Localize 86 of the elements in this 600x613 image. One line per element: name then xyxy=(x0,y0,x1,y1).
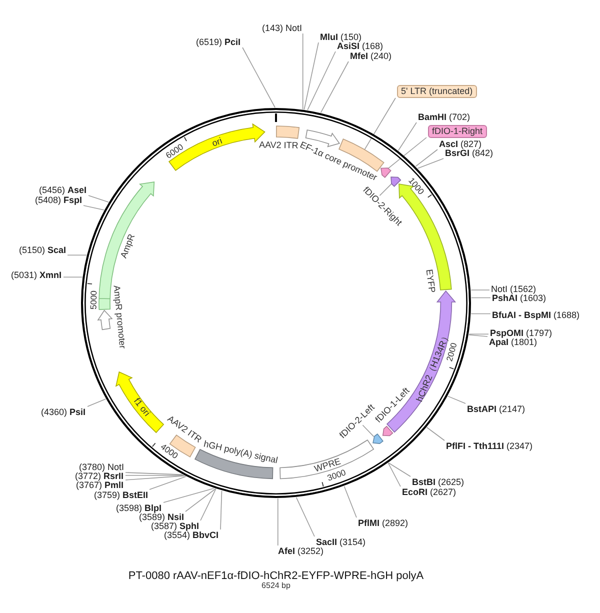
restriction-site-label: BamHI (702) xyxy=(418,112,470,122)
leader-line xyxy=(307,51,336,110)
leader-line xyxy=(470,313,491,314)
tick-label: 6000 xyxy=(164,142,186,161)
leader-line xyxy=(398,122,417,151)
feature-label: hGH poly(A) signal xyxy=(203,438,280,465)
restriction-site-label: BstBI (2625) xyxy=(412,476,464,488)
restriction-site-label: (3587) SphI xyxy=(151,520,200,532)
restriction-site-label: (5150) ScaI xyxy=(19,244,66,256)
leader-line xyxy=(242,47,276,108)
feature-label: f1 ori xyxy=(131,396,152,418)
restriction-site-label: BstAPI (2147) xyxy=(467,404,526,414)
restriction-site-label: PflMI (2892) xyxy=(358,518,408,528)
leader-line xyxy=(296,497,315,537)
restriction-site-label: (3772) RsrII xyxy=(75,470,124,482)
leader-line xyxy=(302,33,304,110)
leader-line xyxy=(185,488,216,512)
leader-line xyxy=(344,486,357,518)
feature-label: AmpR promoter xyxy=(111,285,128,350)
leader-line xyxy=(320,61,349,114)
directional-feature xyxy=(381,168,392,178)
leader-line xyxy=(388,137,427,169)
leader-line xyxy=(468,334,488,337)
feature-tag: 5' LTR (truncated) xyxy=(397,85,477,98)
leader-line xyxy=(388,462,411,477)
sequence-length-label: 6524 bp xyxy=(262,581,290,591)
restriction-site-label: SacII (3154) xyxy=(316,536,366,548)
leader-line xyxy=(447,396,466,404)
leader-line xyxy=(364,98,396,151)
leader-line xyxy=(417,158,444,169)
tick-label: 4000 xyxy=(158,441,180,460)
leader-line xyxy=(200,488,216,521)
leader-line xyxy=(277,498,278,546)
leader-line xyxy=(415,149,438,167)
leader-line xyxy=(125,475,184,476)
feature-label: AmpR xyxy=(118,232,137,260)
restriction-site-label: (5408) FspI xyxy=(35,194,82,206)
leader-line xyxy=(125,472,183,476)
restriction-site-label: (4360) PsiI xyxy=(41,406,86,418)
restriction-site-label: (3598) BlpI xyxy=(116,502,162,514)
leader-line xyxy=(83,205,104,210)
leader-line xyxy=(304,42,319,110)
restriction-site-label: BsrGI (842) xyxy=(445,148,494,158)
restriction-site-label: (5031) XmnI xyxy=(11,270,62,280)
restriction-site-label: NotI (1562) xyxy=(491,284,536,294)
restriction-site-label: ApaI (1801) xyxy=(489,336,538,348)
tick-label: 3000 xyxy=(326,467,347,484)
restriction-site-label: AscI (827) xyxy=(439,138,482,150)
restriction-site-label: (3554) BbvCI xyxy=(164,530,219,540)
restriction-site-label: BfuAI - BspMI (1688) xyxy=(492,310,580,320)
restriction-site-label: (143) NotI xyxy=(262,22,302,34)
restriction-site-label: (6519) PciI xyxy=(196,36,241,48)
leader-line xyxy=(362,424,374,437)
leader-line xyxy=(379,183,392,196)
restriction-site-label: MfeI (240) xyxy=(350,50,392,62)
leader-line xyxy=(163,488,214,503)
leader-line xyxy=(67,254,87,256)
restriction-site-label: (3767) PmlI xyxy=(76,480,124,491)
leader-line xyxy=(88,195,109,203)
restriction-site-label: MluI (150) xyxy=(320,32,362,42)
feature-label: ori xyxy=(210,135,224,148)
leader-line xyxy=(149,476,186,490)
leader-line xyxy=(426,426,445,441)
leader-line xyxy=(125,475,186,480)
leader-line xyxy=(63,276,83,278)
restriction-site-label: PflFI - Tth111I (2347) xyxy=(446,440,533,452)
leader-line xyxy=(87,398,106,407)
map-title: PT-0080 rAAV-nEF1α-fDIO-hChR2-EYFP-WPRE-hGH polyA xyxy=(128,569,424,582)
leader-line xyxy=(471,297,491,298)
restriction-site-label: PshAI (1603) xyxy=(492,292,546,304)
leader-line xyxy=(220,490,222,530)
restriction-site-label: (3759) BstEII xyxy=(94,490,148,500)
feature-label: AAV2 ITR xyxy=(258,139,298,150)
restriction-site-label: AsiSI (168) xyxy=(337,40,384,52)
tick-label: 5000 xyxy=(88,290,99,310)
restriction-site-label: (5456) AseI xyxy=(39,184,87,196)
restriction-site-label: AfeI (3252) xyxy=(278,546,324,556)
feature-tag: fDIO-1-Right xyxy=(428,124,487,138)
feature-label: EYFP xyxy=(424,269,438,294)
restriction-site-label: PspOMI (1797) xyxy=(490,328,552,338)
leader-line xyxy=(468,334,489,335)
leader-line xyxy=(388,462,401,487)
tick-label: 2000 xyxy=(444,341,460,362)
restriction-site-label: (3589) NsiI xyxy=(139,512,184,522)
restriction-site-label: (3780) NotI xyxy=(79,462,124,472)
directional-feature xyxy=(390,176,402,186)
